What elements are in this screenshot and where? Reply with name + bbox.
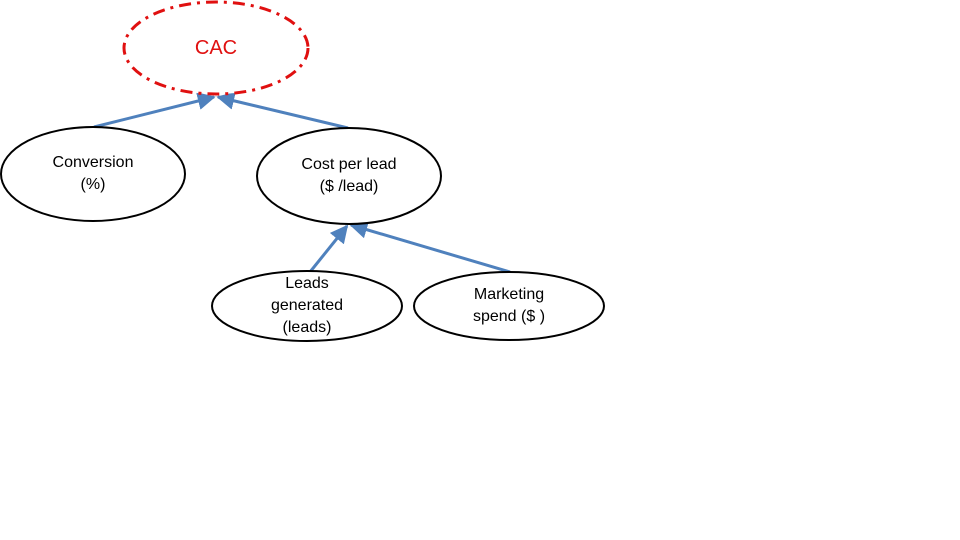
node-leads-generated-line-2: generated: [270, 297, 344, 314]
node-cac-line-1: CAC: [194, 37, 238, 59]
node-cac-label: CAC: [195, 36, 237, 60]
edge-conversion-to-cac: [93, 92, 216, 129]
node-cost-per-lead-label: Cost per lead ($ /lead): [301, 154, 396, 198]
node-cost-per-lead-shape: [256, 127, 442, 225]
node-conversion-line-2: (%): [80, 176, 106, 193]
node-leads-generated-label: Leads generated (leads): [271, 273, 343, 339]
node-leads-generated-line-3: (leads): [282, 319, 332, 336]
edge-marketing-spend-to-cost-per-lead: [349, 220, 511, 274]
node-marketing-spend-label: Marketing spend ($ ): [473, 284, 545, 328]
node-marketing-spend-shape: [413, 271, 605, 341]
node-conversion-label: Conversion (%): [53, 152, 134, 196]
edge-leads-generated-to-cost-per-lead: [308, 224, 349, 273]
node-leads-generated-line-1: Leads: [285, 275, 329, 292]
edge-cost-per-lead-to-cac: [216, 92, 349, 130]
node-cac-shape: [122, 0, 310, 96]
node-conversion-line-1: Conversion: [52, 154, 134, 171]
node-cost-per-lead-line-1: Cost per lead: [301, 156, 397, 173]
node-conversion-shape: [0, 126, 186, 222]
node-cost-per-lead-line-2: ($ /lead): [319, 178, 379, 195]
node-leads-generated-shape: [211, 270, 403, 342]
node-marketing-spend-line-1: Marketing: [473, 286, 545, 303]
node-marketing-spend-line-2: spend ($ ): [472, 308, 546, 325]
